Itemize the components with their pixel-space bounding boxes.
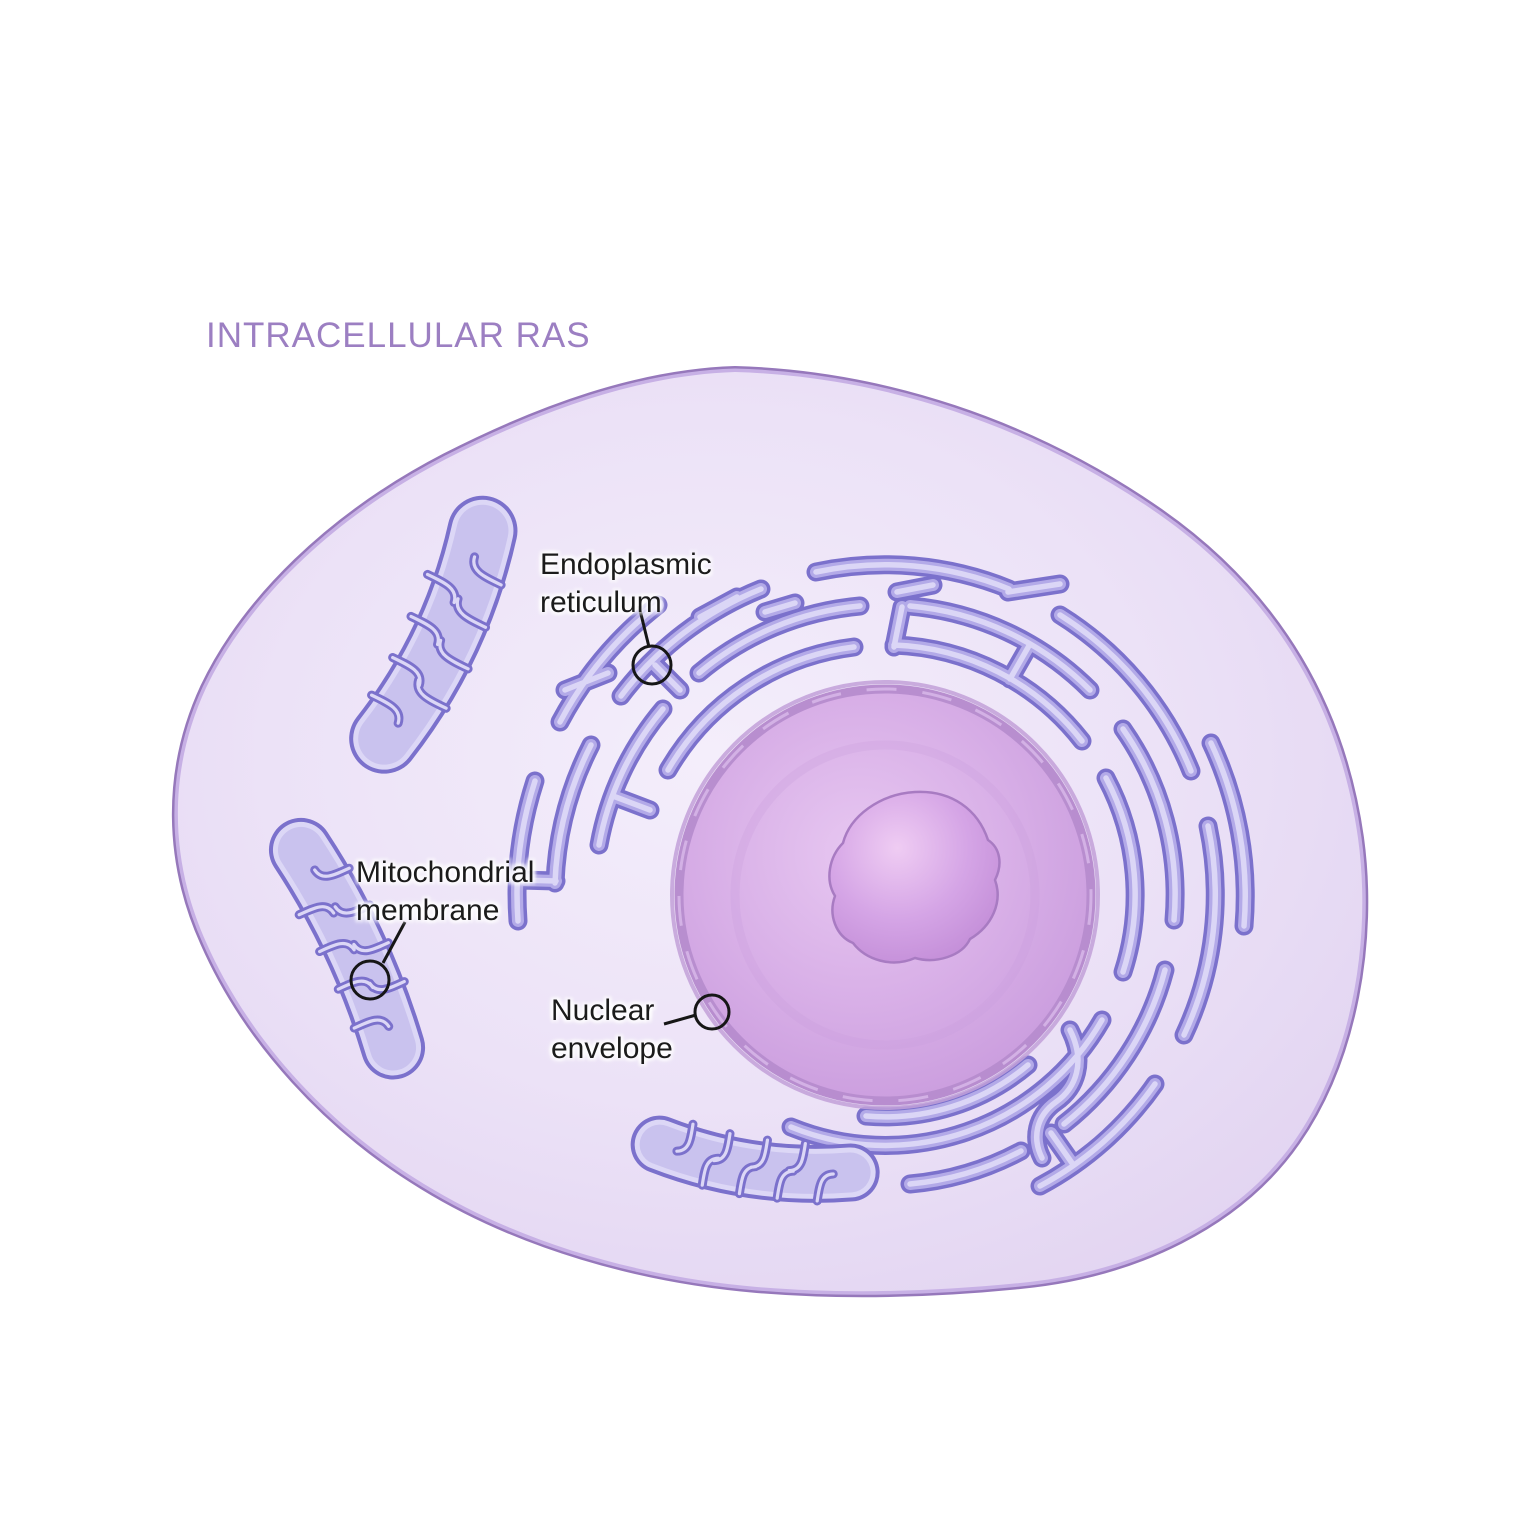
- er-leader-line: [637, 605, 651, 648]
- label-nuclear-envelope: Nuclear envelope: [551, 992, 673, 1068]
- nucleus: [670, 680, 1100, 1110]
- nucleolus: [828, 790, 1001, 964]
- label-mitochondrial-membrane-line1: Mitochondrial: [356, 856, 535, 889]
- label-nuclear-envelope-line2: envelope: [551, 1032, 673, 1065]
- diagram-title: INTRACELLULAR RAS: [206, 316, 591, 355]
- label-mitochondrial-membrane: Mitochondrial membrane: [356, 854, 534, 930]
- mitochondrial-callout-circle: [349, 959, 391, 1001]
- nuclear-callout-circle: [693, 993, 731, 1031]
- label-endoplasmic-reticulum: Endoplasmic reticulum: [540, 546, 712, 622]
- nuclear-envelope: [670, 680, 1100, 1110]
- label-mitochondrial-membrane-line2: membrane: [356, 894, 500, 927]
- label-nuclear-envelope-line1: Nuclear: [551, 994, 655, 1027]
- label-endoplasmic-reticulum-line1: Endoplasmic: [540, 548, 712, 581]
- nuclear-leader-line: [663, 1013, 697, 1026]
- nucleus-inner-sheen: [730, 740, 1040, 1050]
- callouts: [349, 605, 731, 1031]
- label-endoplasmic-reticulum-line2: reticulum: [540, 586, 662, 619]
- er-callout-circle: [631, 644, 673, 686]
- mitochondrial-leader-line: [381, 921, 407, 964]
